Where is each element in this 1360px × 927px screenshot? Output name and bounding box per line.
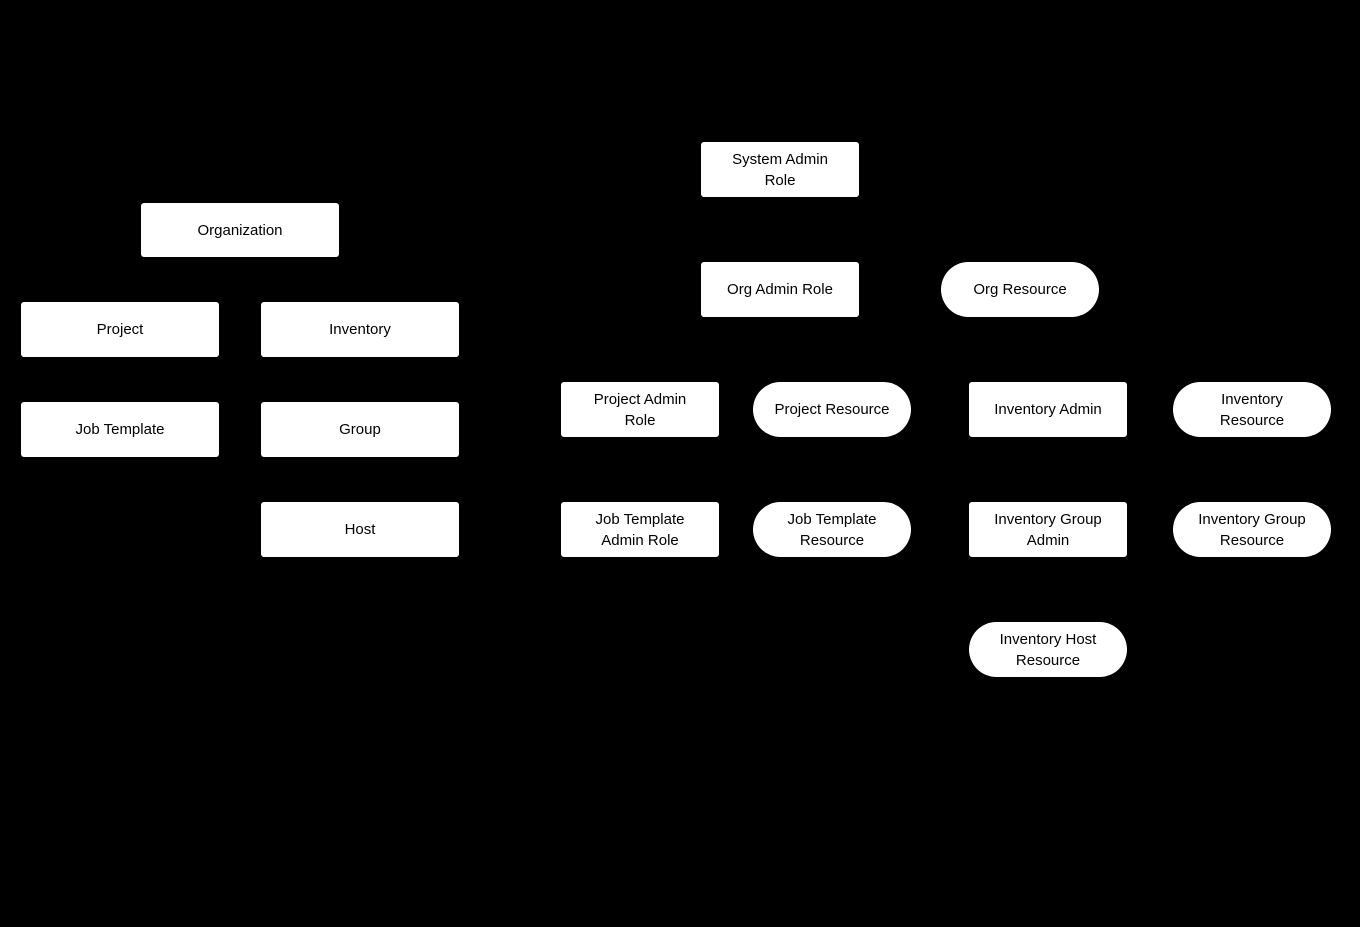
node-project-label: Project [96,321,144,338]
node-group: Group [261,402,459,457]
node-inventory-group-admin-label: Inventory Group Admin [994,510,1102,549]
node-inventory-group-admin: Inventory Group Admin [969,502,1127,557]
node-job-template-resource-label: Job Template Resource [787,510,877,549]
node-job-template: Job Template [21,402,219,457]
node-inventory: Inventory [261,302,459,357]
node-inventory-group-resource: Inventory Group Resource [1173,502,1331,557]
node-org-resource-label: Org Resource [973,281,1067,298]
node-job-template-admin-role: Job Template Admin Role [561,502,719,557]
node-project-resource-label: Project Resource [774,401,890,418]
node-project-resource: Project Resource [753,382,911,437]
node-group-label: Group [339,421,381,438]
node-host: Host [261,502,459,557]
node-job-template-label: Job Template [75,421,165,438]
node-inventory-resource: Inventory Resource [1173,382,1331,437]
node-org-resource: Org Resource [941,262,1099,317]
node-job-template-admin-role-label: Job Template Admin Role [595,510,685,549]
node-inventory-admin: Inventory Admin [969,382,1127,437]
node-host-label: Host [344,521,376,538]
node-system-admin-role: System Admin Role [701,142,859,197]
node-system-admin-role-label: System Admin Role [732,150,828,189]
node-inventory-group-resource-label: Inventory Group Resource [1198,510,1306,549]
node-org-admin-role: Org Admin Role [701,262,859,317]
node-job-template-resource: Job Template Resource [753,502,911,557]
node-inventory-host-resource: Inventory Host Resource [969,622,1127,677]
node-inventory-host-resource-label: Inventory Host Resource [999,630,1097,669]
node-org-admin-role-label: Org Admin Role [727,281,833,298]
node-project-admin-role: Project Admin Role [561,382,719,437]
node-inventory-admin-label: Inventory Admin [994,401,1102,418]
node-inventory-resource-label: Inventory Resource [1219,390,1285,429]
node-inventory-label: Inventory [329,321,391,338]
node-project: Project [21,302,219,357]
node-organization-label: Organization [197,221,283,239]
node-project-admin-role-label: Project Admin Role [593,390,687,429]
node-organization: Organization [141,203,339,257]
